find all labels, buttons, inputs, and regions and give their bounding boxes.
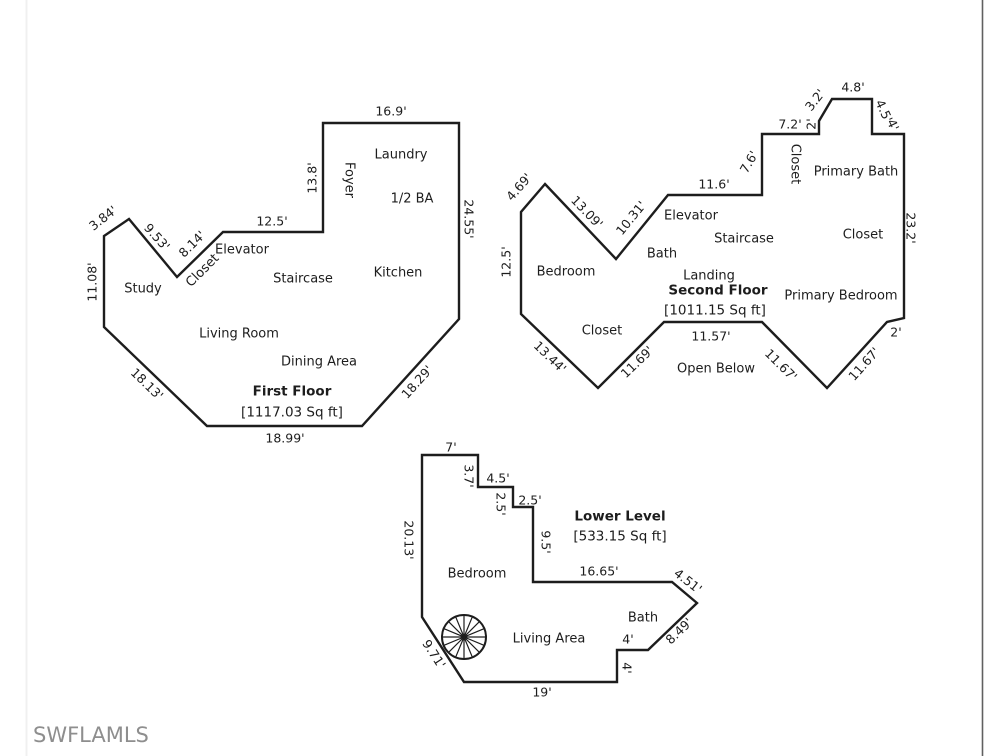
- dim-lower-bath-top: 4': [622, 631, 633, 646]
- dim-second-corner-diag: 11.67': [845, 344, 882, 383]
- room-first-laundry: Laundry: [375, 148, 428, 163]
- dim-lower-top: 7': [445, 439, 456, 454]
- room-lower-bath: Bath: [628, 611, 658, 626]
- dim-lower-step1-v: 3.7': [462, 464, 477, 487]
- room-lower-bedroom: Bedroom: [448, 567, 507, 582]
- dim-second-notch-diag: 3.2': [802, 86, 828, 114]
- room-second-closet-lower: Closet: [582, 324, 623, 339]
- dim-lower-left: 20.13': [402, 520, 417, 559]
- first-floor-outline: [102, 121, 461, 428]
- room-second-closet-right: Closet: [843, 228, 884, 243]
- second-floor-area: [1011.15 Sq ft]: [664, 303, 766, 319]
- lower-level-title: Lower Level: [574, 509, 665, 525]
- dim-second-peak-left: 4.69': [503, 170, 535, 203]
- second-floor-plan: 4.69' 13.09' 10.31' 11.6' 7.6' 7.2' 2' 3…: [498, 79, 919, 390]
- dim-lower-step3-v: 9.5': [539, 530, 554, 553]
- dim-second-elevator-top: 11.6': [698, 176, 729, 191]
- room-second-elevator: Elevator: [664, 209, 719, 224]
- room-second-staircase: Staircase: [714, 232, 774, 247]
- room-first-staircase: Staircase: [273, 272, 333, 287]
- lower-level-outline: [420, 453, 699, 684]
- room-first-elevator: Elevator: [215, 243, 270, 258]
- room-first-living-room: Living Room: [199, 327, 279, 342]
- dim-first-bottom: 18.99': [265, 430, 304, 445]
- dim-first-top: 16.9': [375, 103, 406, 118]
- dim-lower-mid: 16.65': [579, 563, 618, 578]
- spiral-staircase-icon: [441, 614, 487, 660]
- room-first-study: Study: [124, 282, 162, 297]
- dim-lower-step2-v: 2.5': [494, 492, 509, 515]
- dim-first-bottom-right: 18.29': [398, 362, 435, 401]
- room-first-foyer: Foyer: [341, 162, 356, 199]
- first-floor-area: [1117.03 Sq ft]: [241, 405, 343, 421]
- dim-lower-step2-h: 2.5': [518, 492, 541, 507]
- room-second-open-below: Open Below: [677, 362, 755, 377]
- lower-level-area: [533.15 Sq ft]: [573, 529, 666, 545]
- second-floor-outline: [519, 97, 906, 390]
- mls-watermark: SWFLAMLS: [33, 723, 149, 747]
- dim-second-top-left: 7.2': [778, 116, 801, 131]
- room-second-bedroom: Bedroom: [537, 265, 596, 280]
- room-second-bath: Bath: [647, 247, 677, 262]
- dim-lower-step1-h: 4.5': [486, 470, 509, 485]
- dim-first-right: 24.55': [462, 199, 477, 238]
- dim-first-bottom-left: 18.13': [128, 365, 167, 403]
- dim-first-hall: 12.5': [256, 213, 287, 228]
- dim-second-notch-v: 2': [803, 118, 818, 129]
- dim-second-open-right: 11.67': [762, 346, 800, 384]
- dim-second-open-top: 11.57': [691, 328, 730, 343]
- room-first-half-bath: 1/2 BA: [391, 192, 434, 207]
- dim-second-valley-left: 13.09': [568, 193, 606, 232]
- dim-lower-bath-diag: 8.49': [662, 615, 695, 648]
- first-floor-plan: 16.9' 13.8' 24.55' 12.5' 9.53' 8.14' 3.8…: [84, 103, 476, 445]
- dim-lower-bottom: 19': [532, 684, 551, 699]
- dim-second-left: 12.5': [498, 246, 513, 277]
- dim-second-top: 4.8': [841, 79, 864, 94]
- room-second-landing: Landing: [683, 269, 735, 284]
- dim-second-valley-right: 10.31': [613, 198, 649, 238]
- dim-first-closet-up: 8.14': [176, 228, 209, 261]
- dim-lower-tip-diag: 4.51': [671, 565, 705, 596]
- dim-second-right: 23.2': [904, 212, 919, 243]
- room-first-kitchen: Kitchen: [374, 266, 423, 281]
- dim-lower-bath-side: 4': [620, 662, 635, 673]
- first-floor-title: First Floor: [253, 384, 332, 400]
- second-floor-title: Second Floor: [668, 283, 768, 299]
- dim-second-closet-wall: 7.6': [737, 148, 762, 176]
- lower-level-plan: 7' 3.7' 4.5' 2.5' 2.5' 9.5' 16.65' 4.51'…: [402, 439, 705, 699]
- dim-first-foyer-wall: 13.8': [304, 162, 319, 193]
- dim-second-corner: 2': [890, 324, 901, 339]
- room-lower-living-area: Living Area: [513, 632, 586, 647]
- room-second-primary-bedroom: Primary Bedroom: [784, 289, 897, 304]
- dim-first-left: 11.08': [84, 262, 99, 301]
- dim-first-closet-down: 9.53': [141, 220, 173, 253]
- room-second-closet-top: Closet: [787, 144, 802, 185]
- room-second-primary-bath: Primary Bath: [814, 165, 899, 180]
- room-first-dining-area: Dining Area: [281, 355, 357, 370]
